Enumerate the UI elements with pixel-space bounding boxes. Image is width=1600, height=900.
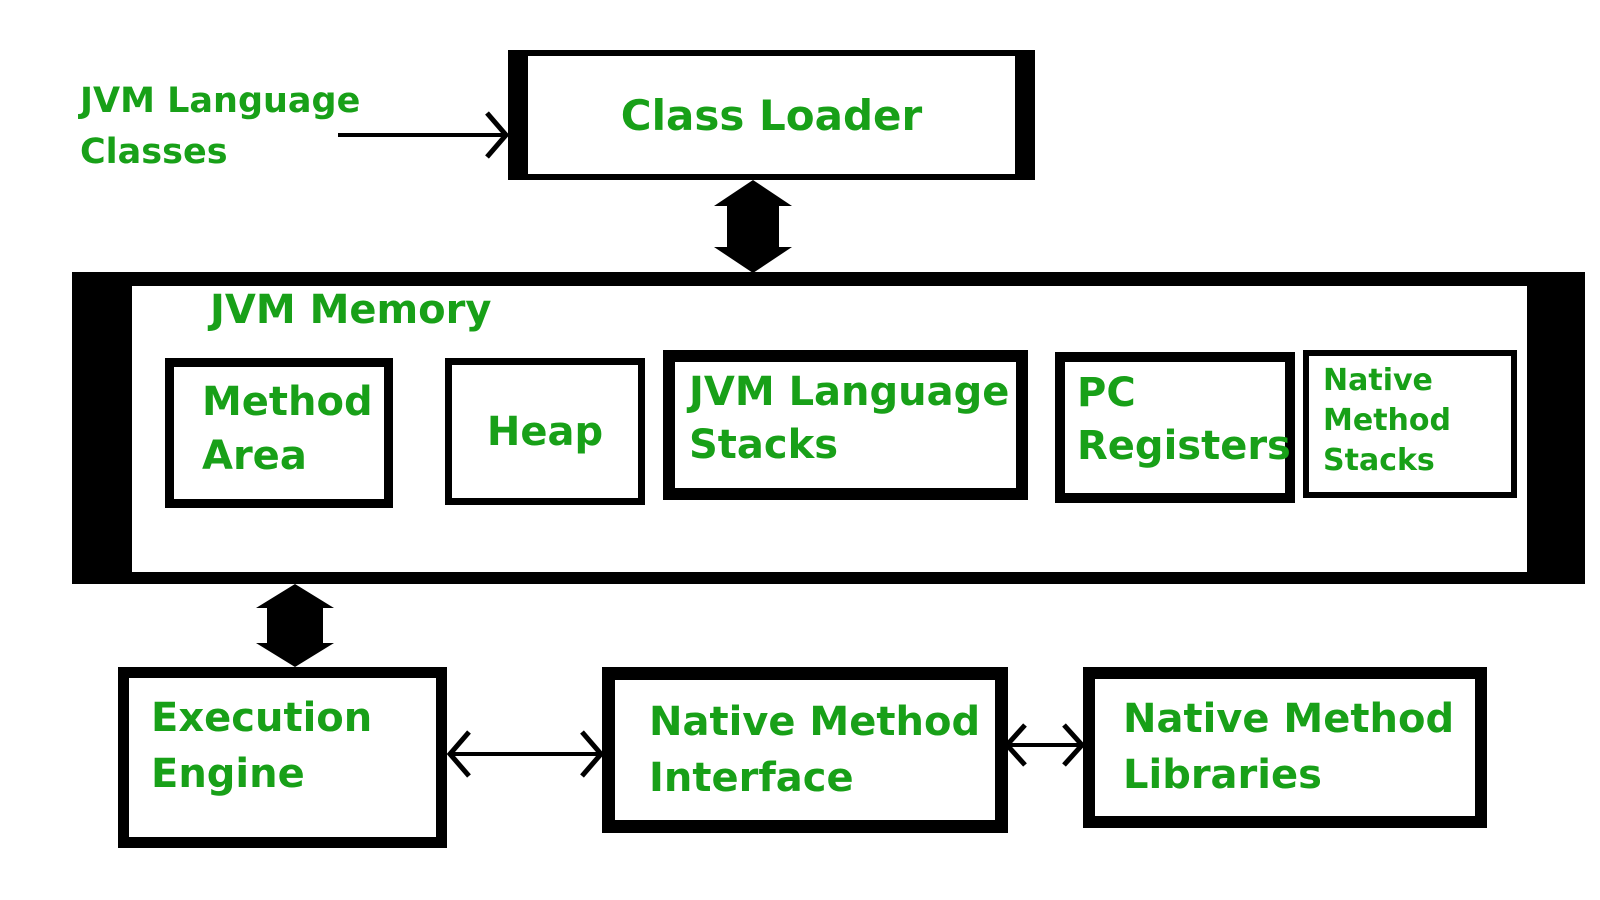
native-method-stacks-line1: Native: [1323, 363, 1433, 398]
method-area-line2: Area: [202, 433, 307, 479]
native-method-stacks-box: Native Method Stacks: [1303, 350, 1517, 498]
native-method-interface-box: Native Method Interface: [602, 667, 1008, 833]
jvm-language-stacks-line1: JVM Language: [689, 369, 1010, 415]
class-loader-label: Class Loader: [620, 90, 923, 140]
classloader-memory-double-arrow-icon: [714, 180, 792, 273]
pc-registers-line2: Registers: [1077, 422, 1291, 469]
jvm-language-stacks-line2: Stacks: [689, 421, 839, 468]
input-right-arrow-icon: [338, 111, 510, 159]
jvm-language-classes-label: JVM Language Classes: [80, 76, 360, 178]
memory-engine-double-arrow-icon: [256, 584, 334, 667]
native-method-interface-line1: Native Method: [649, 699, 981, 745]
jvm-memory-title: JVM Memory: [210, 287, 492, 333]
execution-engine-box: Execution Engine: [118, 667, 447, 848]
jvm-memory-box: JVM Memory Method Area Heap JVM Language…: [72, 272, 1585, 584]
heap-box: Heap: [445, 358, 645, 505]
class-loader-box: Class Loader: [508, 50, 1035, 180]
execution-engine-line2: Engine: [151, 751, 305, 797]
jvm-language-stacks-box: JVM Language Stacks: [663, 350, 1028, 500]
heap-label: Heap: [486, 408, 604, 455]
native-method-libraries-box: Native Method Libraries: [1083, 667, 1487, 828]
native-method-stacks-line3: Stacks: [1323, 443, 1435, 479]
native-method-libraries-line1: Native Method: [1123, 696, 1455, 742]
engine-interface-double-arrow-icon: [446, 730, 605, 778]
pc-registers-box: PC Registers: [1055, 352, 1295, 503]
interface-libraries-double-arrow-icon: [1003, 723, 1086, 767]
method-area-box: Method Area: [165, 358, 393, 508]
native-method-libraries-line2: Libraries: [1123, 752, 1322, 798]
execution-engine-line1: Execution: [151, 695, 373, 741]
method-area-line1: Method: [202, 379, 373, 425]
native-method-stacks-line2: Method: [1323, 403, 1451, 439]
jvm-language-classes-line2: Classes: [80, 131, 228, 172]
pc-registers-line1: PC: [1077, 370, 1136, 416]
native-method-interface-line2: Interface: [649, 755, 854, 801]
jvm-language-classes-line1: JVM Language: [80, 81, 361, 121]
